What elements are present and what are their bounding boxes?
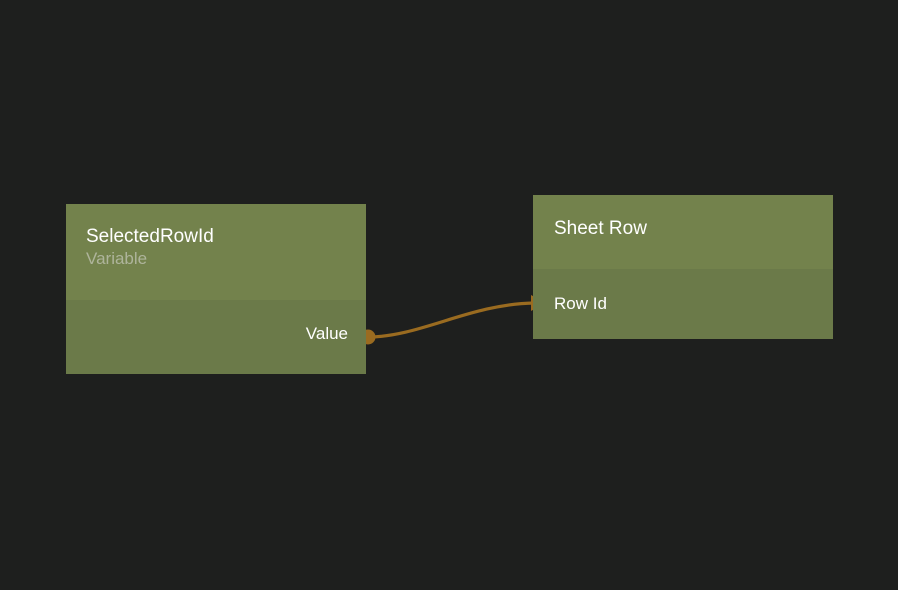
node-variable[interactable]: SelectedRowId Variable Value bbox=[66, 204, 366, 374]
port-label-value: Value bbox=[305, 323, 348, 343]
node-variable-title: SelectedRowId bbox=[86, 226, 214, 247]
port-row-value-output[interactable]: Value bbox=[306, 322, 348, 344]
node-sheet-row[interactable]: Sheet Row Row Id bbox=[533, 195, 833, 339]
port-row-row-id-input[interactable]: Row Id bbox=[554, 292, 607, 314]
connection-value-to-row-id bbox=[366, 301, 536, 339]
port-label-row-id: Row Id bbox=[554, 293, 607, 313]
node-variable-header[interactable]: SelectedRowId Variable bbox=[66, 204, 366, 300]
node-sheet-row-header[interactable]: Sheet Row bbox=[533, 195, 833, 269]
node-variable-body: Value bbox=[66, 300, 366, 374]
node-sheet-row-title: Sheet Row bbox=[554, 218, 647, 239]
node-variable-subtitle: Variable bbox=[86, 249, 148, 268]
node-sheet-row-body: Row Id bbox=[533, 269, 833, 339]
